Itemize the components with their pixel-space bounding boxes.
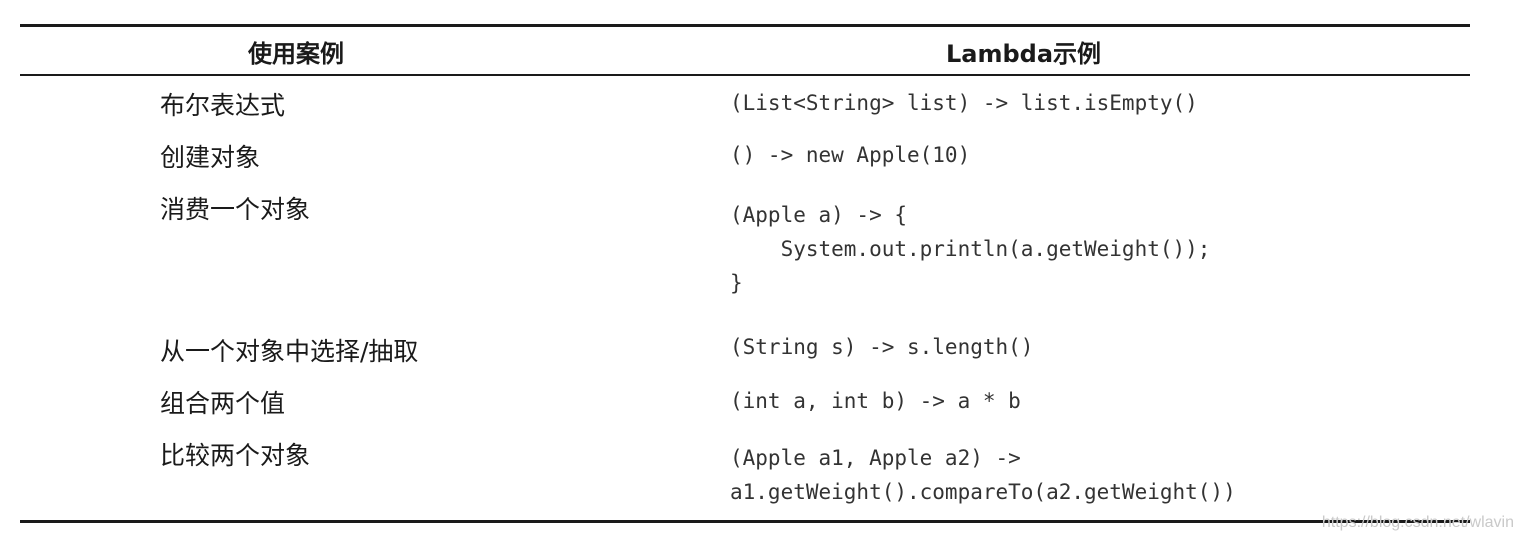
use-case-cell: 从一个对象中选择/抽取 (160, 337, 419, 366)
use-case-cell: 消费一个对象 (160, 195, 311, 224)
watermark-text: https://blog.csdn.net/wlavin (1321, 514, 1514, 531)
use-case-cell: 布尔表达式 (160, 91, 286, 120)
lambda-code-cell: (Apple a) -> { System.out.println(a.getW… (730, 203, 1211, 295)
table-bottom-rule (20, 520, 1470, 523)
lambda-code-cell: (List<String> list) -> list.isEmpty() (730, 91, 1198, 115)
use-case-cell: 比较两个对象 (160, 441, 311, 470)
table-top-rule (20, 24, 1470, 27)
column-header-use-case: 使用案例 (248, 40, 344, 68)
lambda-code-cell: (Apple a1, Apple a2) -> a1.getWeight().c… (730, 446, 1236, 504)
lambda-code-cell: (String s) -> s.length() (730, 335, 1034, 359)
table-header-rule (20, 74, 1470, 76)
use-case-cell: 组合两个值 (160, 389, 286, 418)
lambda-code-cell: () -> new Apple(10) (730, 143, 971, 167)
column-header-lambda-example: Lambda示例 (946, 40, 1102, 68)
use-case-cell: 创建对象 (160, 143, 261, 172)
lambda-code-cell: (int a, int b) -> a * b (730, 389, 1021, 413)
